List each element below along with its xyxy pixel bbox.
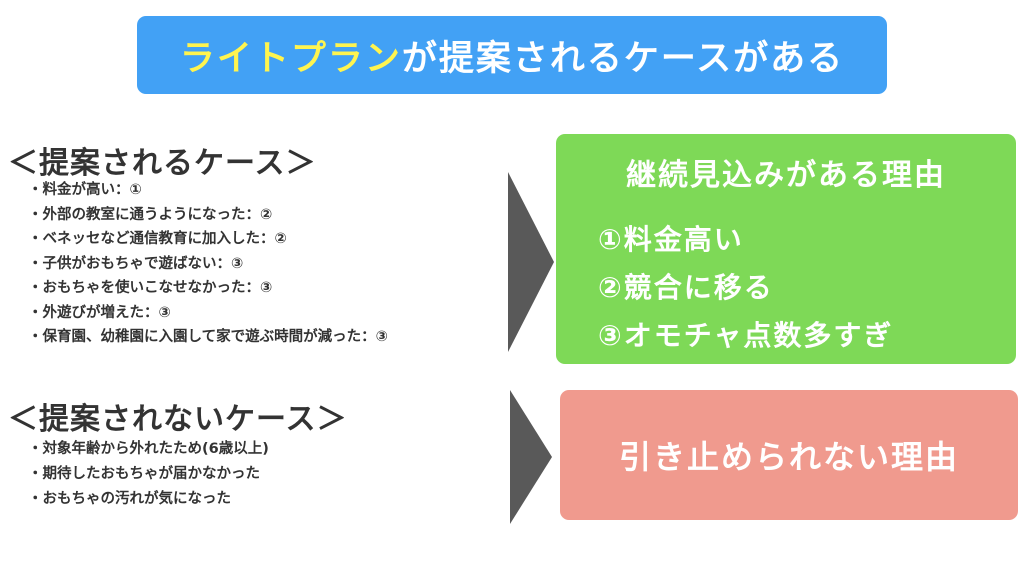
arrow-right-icon (510, 390, 552, 524)
list-item: ・対象年齢から外れたため(6歳以上) (28, 441, 269, 457)
title-banner: ライトプランが提案されるケースがある (137, 16, 887, 94)
stop-reasons-box: 引き止められない理由 (560, 390, 1018, 520)
not-proposed-cases-heading: ＜提案されないケース＞ (8, 402, 348, 437)
list-item: ・子供がおもちゃで遊ばない：③ (28, 255, 244, 272)
arrow-right-icon (508, 172, 554, 352)
continue-reasons-box: 継続見込みがある理由 ①料金高い ②競合に移る ③オモチャ点数多すぎ (556, 134, 1016, 364)
list-item: ・おもちゃを使いこなせなかった：③ (28, 280, 273, 296)
list-item: ・おもちゃの汚れが気になった (28, 491, 231, 507)
stop-reasons-title: 引き止められない理由 (618, 438, 959, 476)
continue-reasons-list: ①料金高い ②競合に移る ③オモチャ点数多すぎ (598, 216, 893, 360)
list-item: ・期待したおもちゃが届かなかった (28, 466, 260, 482)
list-item: ・料金が高い：① (28, 182, 142, 198)
reason-item: ③オモチャ点数多すぎ (598, 319, 894, 352)
list-item: ・ベネッセなど通信教育に加入した：② (28, 231, 287, 247)
title-highlight: ライトプラン (179, 38, 402, 79)
list-item: ・外部の教室に通うようになった：② (28, 206, 273, 223)
list-item: ・外遊びが増えた：③ (28, 304, 171, 321)
proposed-cases-list: ・料金が高い：① ・外部の教室に通うようになった：② ・ベネッセなど通信教育に加… (28, 178, 388, 350)
title-rest: が提案されるケースがある (401, 38, 845, 79)
proposed-cases-heading: ＜提案されるケース＞ (8, 146, 317, 181)
reason-item: ①料金高い (598, 223, 744, 256)
list-item: ・保育園、幼稚園に入園して家で遊ぶ時間が減った：③ (28, 329, 388, 345)
continue-reasons-title: 継続見込みがある理由 (626, 158, 946, 193)
reason-item: ②競合に移る (598, 271, 774, 304)
not-proposed-cases-list: ・対象年齢から外れたため(6歳以上) ・期待したおもちゃが届かなかった ・おもち… (28, 437, 269, 512)
